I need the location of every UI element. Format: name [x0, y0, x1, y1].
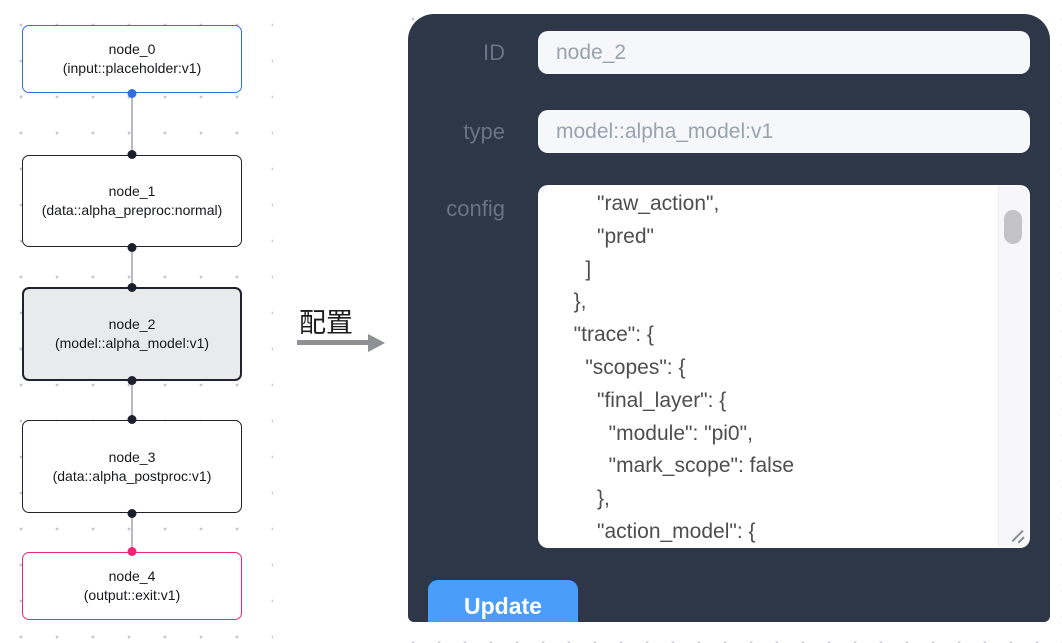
config-textarea[interactable]: "raw_action", "pred" ] }, "trace": { "sc… [538, 185, 1030, 548]
edge-node2-node3 [131, 381, 133, 420]
node-title: node_3 [108, 448, 156, 465]
node-type-label: (data::alpha_preproc:normal) [41, 202, 223, 218]
id-field-label: ID [483, 40, 505, 65]
connection-handle[interactable] [127, 150, 137, 159]
node-node_2-selected[interactable]: node_2 (model::alpha_model:v1) [22, 283, 242, 385]
type-field-label: type [463, 119, 505, 144]
node-config-panel: ID type config "raw_action", "pred" ] },… [408, 14, 1050, 622]
node-node_4[interactable]: node_4 (output::exit:v1) [22, 547, 242, 620]
arrow-right-icon-head [368, 333, 385, 352]
connection-handle[interactable] [127, 243, 137, 252]
connection-handle[interactable] [127, 415, 137, 424]
connection-handle[interactable] [127, 89, 137, 98]
node-type-label: (data::alpha_postproc:v1) [52, 467, 212, 484]
node-title: node_4 [108, 568, 156, 584]
configure-annotation: 配置 [299, 308, 353, 338]
node-type-label: (input::placeholder:v1) [62, 60, 202, 76]
type-input[interactable] [538, 110, 1030, 153]
node-type-label: (model::alpha_model:v1) [54, 335, 210, 351]
connection-handle[interactable] [127, 547, 137, 556]
config-json-text: "raw_action", "pred" ] }, "trace": { "sc… [573, 192, 794, 543]
node-title: node_0 [108, 41, 156, 57]
update-button[interactable]: Update [428, 580, 578, 622]
node-type-label: (output::exit:v1) [83, 587, 181, 603]
node-title: node_1 [108, 183, 156, 199]
edge-node0-node1 [131, 93, 133, 155]
node-node_3[interactable]: node_3 (data::alpha_postproc:v1) [22, 415, 242, 518]
connection-handle[interactable] [127, 509, 137, 518]
arrow-right-icon [297, 340, 369, 345]
scrollbar-track[interactable] [998, 186, 1029, 547]
scrollbar-thumb[interactable] [1004, 210, 1022, 244]
node-node_0[interactable]: node_0 (input::placeholder:v1) [22, 25, 242, 98]
node-node_1[interactable]: node_1 (data::alpha_preproc:normal) [22, 150, 242, 252]
node-title: node_2 [108, 316, 156, 332]
connection-handle[interactable] [127, 283, 137, 292]
resize-handle-icon[interactable] [1009, 527, 1027, 545]
config-field-label: config [446, 196, 505, 221]
connection-handle[interactable] [127, 376, 137, 385]
edge-node1-node2 [131, 247, 133, 287]
id-input[interactable] [538, 31, 1030, 74]
edge-node3-node4 [131, 513, 133, 552]
